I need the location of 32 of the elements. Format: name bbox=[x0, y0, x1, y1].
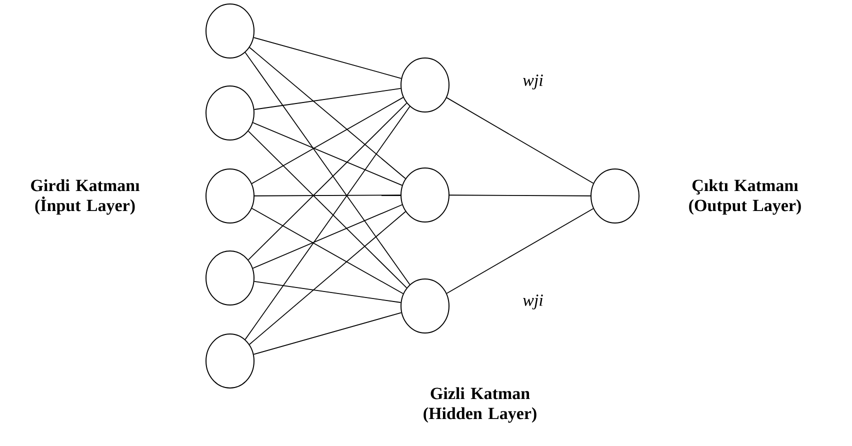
layer-label: Çıktı Katmanı (Output Layer) bbox=[689, 179, 801, 215]
connection-line bbox=[446, 97, 594, 184]
connection-line bbox=[244, 52, 410, 285]
connection-line bbox=[248, 102, 408, 260]
connection-line bbox=[252, 122, 403, 186]
connection-line bbox=[253, 37, 402, 79]
connection-line bbox=[249, 211, 406, 345]
weight-label: wji bbox=[523, 294, 543, 310]
neuron-circle bbox=[206, 250, 254, 306]
neuron-circle bbox=[590, 168, 640, 224]
connection-line bbox=[254, 281, 402, 303]
neuron-circle bbox=[400, 168, 450, 222]
connection-line bbox=[446, 208, 594, 294]
connection-line bbox=[253, 312, 402, 355]
connection-line bbox=[251, 208, 404, 294]
weight-label: wji bbox=[523, 74, 543, 90]
connection-line bbox=[244, 106, 410, 340]
connection-line bbox=[251, 96, 404, 184]
neuron-circle bbox=[206, 168, 254, 224]
neuron-circle bbox=[400, 278, 450, 334]
connection-line bbox=[254, 88, 402, 110]
neuron-circle bbox=[206, 334, 254, 388]
layer-label: Gizli Katman (Hidden Layer) bbox=[424, 387, 536, 423]
connection-line bbox=[252, 204, 403, 269]
connection-line bbox=[254, 194, 401, 196]
neuron-circle bbox=[206, 86, 254, 140]
connection-line bbox=[249, 47, 406, 179]
connection-line bbox=[449, 194, 591, 196]
neuron-circle bbox=[206, 4, 254, 58]
layer-label: Girdi Katmanı (İnput Layer) bbox=[31, 179, 140, 215]
neuron-circle bbox=[400, 58, 450, 112]
connection-line bbox=[248, 130, 408, 288]
